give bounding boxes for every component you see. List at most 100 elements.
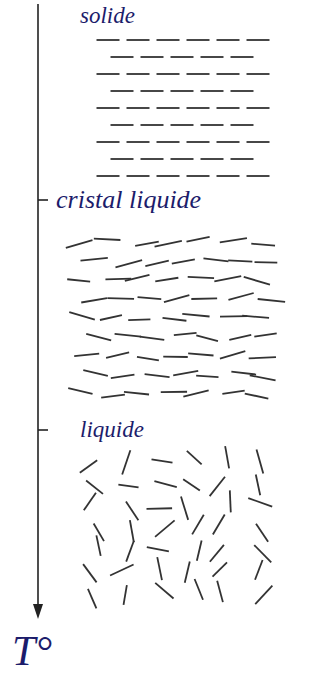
- molecule: [171, 124, 194, 126]
- molecule: [187, 237, 210, 242]
- molecule: [155, 278, 178, 282]
- molecule: [161, 391, 187, 393]
- molecule: [157, 175, 180, 177]
- molecule: [255, 586, 272, 604]
- molecule: [164, 295, 189, 302]
- molecule: [141, 158, 164, 160]
- molecule: [118, 485, 138, 488]
- molecule: [155, 583, 173, 599]
- molecule: [192, 515, 204, 535]
- molecule: [196, 335, 218, 341]
- molecule: [247, 141, 270, 143]
- molecule: [231, 372, 256, 375]
- molecule: [125, 275, 150, 281]
- molecule: [229, 490, 232, 512]
- molecule: [247, 39, 270, 41]
- molecule: [201, 124, 224, 126]
- molecule: [81, 298, 107, 302]
- molecule: [250, 375, 276, 380]
- molecule: [247, 175, 270, 177]
- phase-label: liquide: [80, 418, 144, 441]
- molecule: [217, 141, 240, 143]
- molecule: [256, 474, 260, 495]
- molecule: [171, 56, 194, 58]
- molecule: [127, 39, 150, 41]
- molecule: [201, 56, 224, 58]
- molecule: [222, 391, 244, 394]
- molecule: [115, 260, 142, 267]
- molecule: [183, 390, 208, 396]
- molecule: [220, 238, 247, 242]
- molecule: [80, 258, 107, 261]
- molecule: [111, 375, 135, 379]
- molecule: [196, 376, 218, 377]
- molecule: [115, 334, 141, 337]
- molecule: [187, 451, 202, 464]
- molecule: [255, 560, 263, 580]
- molecule: [157, 39, 180, 41]
- molecule: [83, 564, 96, 582]
- molecule: [195, 579, 203, 600]
- molecule: [97, 73, 120, 75]
- molecule: [80, 460, 97, 473]
- axis-arrowhead: [33, 604, 43, 619]
- molecule: [146, 507, 172, 509]
- molecule: [210, 477, 225, 496]
- molecule: [126, 501, 138, 520]
- molecule: [96, 535, 100, 555]
- molecule: [220, 351, 245, 358]
- molecule: [94, 239, 121, 240]
- molecule: [217, 73, 240, 75]
- axis-tick: [38, 429, 48, 431]
- molecule: [191, 297, 217, 299]
- molecule: [111, 56, 134, 58]
- phase-label: cristal liquide: [56, 187, 201, 213]
- molecule: [147, 547, 169, 551]
- molecule: [229, 335, 251, 340]
- molecule: [135, 242, 159, 246]
- molecule: [66, 240, 93, 248]
- molecule: [157, 107, 180, 109]
- molecule: [97, 107, 120, 109]
- molecule: [138, 297, 162, 299]
- molecule: [247, 107, 270, 109]
- molecule: [157, 557, 162, 580]
- molecule: [242, 316, 269, 318]
- molecule: [141, 56, 164, 58]
- molecule: [210, 545, 224, 562]
- molecule: [88, 589, 96, 609]
- molecule: [213, 562, 227, 576]
- molecule: [231, 124, 254, 126]
- molecule: [111, 158, 134, 160]
- molecule: [163, 318, 187, 321]
- molecule: [258, 299, 285, 302]
- molecule: [187, 175, 210, 177]
- molecule: [247, 73, 270, 75]
- molecule: [245, 394, 269, 399]
- molecule: [217, 107, 240, 109]
- molecule: [127, 73, 150, 75]
- molecule: [124, 392, 149, 395]
- molecule: [127, 141, 150, 143]
- molecule: [155, 520, 175, 537]
- molecule: [84, 493, 96, 511]
- molecule: [152, 459, 173, 462]
- molecule: [130, 520, 134, 542]
- molecule: [106, 352, 129, 357]
- molecule: [140, 337, 165, 340]
- molecule: [188, 353, 213, 355]
- molecule: [126, 541, 134, 562]
- molecule: [181, 497, 188, 520]
- molecule: [214, 276, 241, 281]
- molecule: [231, 90, 254, 92]
- molecule: [244, 277, 270, 285]
- molecule: [137, 357, 159, 361]
- molecule: [83, 370, 108, 376]
- molecule: [201, 158, 224, 160]
- molecule: [157, 73, 180, 75]
- molecule: [255, 261, 278, 263]
- molecule: [187, 39, 210, 41]
- molecule: [111, 124, 134, 126]
- molecule: [225, 446, 229, 468]
